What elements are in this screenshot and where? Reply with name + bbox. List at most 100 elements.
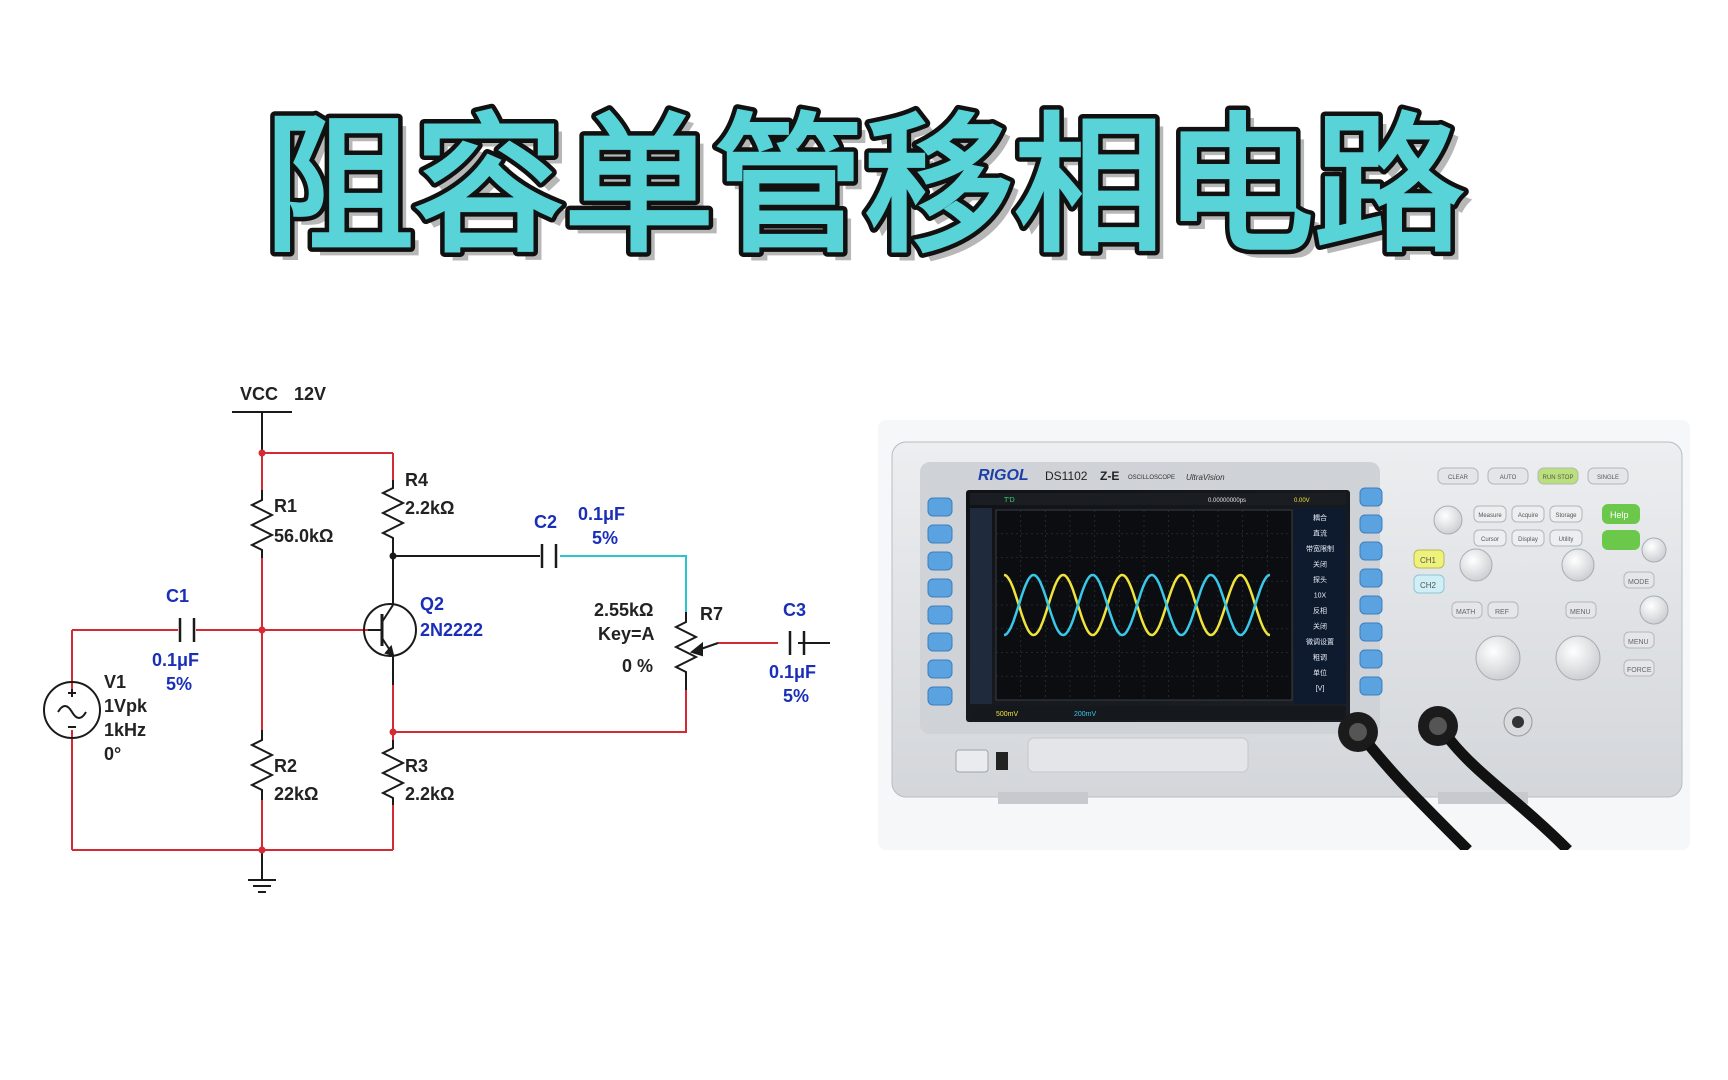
- horizontal-menu-label: MENU: [1570, 609, 1591, 616]
- vcc-symbol: VCC 12V: [232, 384, 326, 413]
- menu-button-label: Cursor: [1481, 537, 1499, 543]
- side-menu-item: 关闭: [1313, 622, 1327, 631]
- q2-part: 2N2222: [420, 620, 483, 640]
- status-indicator: T'D: [1004, 497, 1015, 504]
- right-softkey[interactable]: [1359, 649, 1383, 669]
- top-button[interactable]: [1537, 467, 1579, 485]
- r1-value: 56.0kΩ: [274, 526, 333, 546]
- r7-potentiometer: [673, 612, 719, 690]
- left-softkey[interactable]: [927, 632, 953, 652]
- right-softkey[interactable]: [1359, 595, 1383, 615]
- side-menu-item: 10X: [1314, 593, 1327, 600]
- v1-amplitude: 1Vpk: [104, 696, 148, 716]
- power-button[interactable]: [1602, 530, 1640, 550]
- menu-button[interactable]: [1511, 505, 1545, 523]
- menu-button[interactable]: [1511, 529, 1545, 547]
- side-menu-item: 带宽限制: [1306, 544, 1334, 553]
- c1-ref: C1: [166, 586, 189, 606]
- side-menu-item: 直流: [1313, 529, 1327, 538]
- junction-dot: [258, 626, 266, 634]
- ch2-waveform: [1003, 573, 1271, 637]
- screen-bottom-bar: [970, 706, 1346, 720]
- control-knob[interactable]: [1459, 548, 1493, 582]
- screen-left-menu: [970, 508, 992, 704]
- family-label: UltraVision: [1186, 473, 1225, 482]
- junction-dot: [258, 449, 266, 457]
- right-softkey[interactable]: [1359, 487, 1383, 507]
- r3-resistor: [380, 740, 406, 805]
- left-softkey[interactable]: [927, 659, 953, 679]
- q2-ref: Q2: [420, 594, 444, 614]
- menu-button[interactable]: [1549, 505, 1583, 523]
- side-menu-item: 单位: [1313, 668, 1327, 677]
- control-knob[interactable]: [1475, 635, 1521, 681]
- side-menu-item: 反相: [1313, 606, 1327, 615]
- ground-symbol: [248, 850, 276, 893]
- c2-tolerance: 5%: [592, 528, 618, 548]
- ref-button[interactable]: [1487, 601, 1519, 619]
- title-text: 阻容单管移相电路: [264, 100, 1465, 274]
- control-knob[interactable]: [1639, 595, 1669, 625]
- c3-capacitor: [788, 631, 806, 655]
- side-menu-item: 粗调: [1313, 653, 1327, 662]
- control-knob[interactable]: [1561, 548, 1595, 582]
- screen-status-bar: [970, 493, 1346, 505]
- c1-value: 0.1μF: [152, 650, 199, 670]
- v1-ref: V1: [104, 672, 126, 692]
- right-softkey[interactable]: [1359, 568, 1383, 588]
- help-button[interactable]: [1602, 504, 1640, 524]
- r3-ref: R3: [405, 756, 428, 776]
- ch1-button-label: CH1: [1420, 556, 1437, 565]
- ch1-probe[interactable]: [1338, 712, 1472, 850]
- top-button-label: AUTO: [1500, 475, 1517, 481]
- r7-key: Key=A: [598, 624, 655, 644]
- r2-resistor: [249, 730, 275, 800]
- ch2-probe[interactable]: [1418, 706, 1572, 850]
- v1-ac-source: [43, 681, 101, 739]
- menu-button-label: Measure: [1478, 513, 1502, 519]
- r4-value: 2.2kΩ: [405, 498, 454, 518]
- top-button[interactable]: [1587, 467, 1629, 485]
- top-button[interactable]: [1437, 467, 1479, 485]
- control-knob[interactable]: [1555, 635, 1601, 681]
- c2-capacitor: [540, 544, 558, 568]
- left-softkey[interactable]: [927, 524, 953, 544]
- horizontal-menu-button[interactable]: [1565, 601, 1597, 619]
- ext-trigger-bnc[interactable]: [1503, 707, 1533, 737]
- usb-port: [955, 749, 989, 773]
- side-menu-item: 微调设置: [1306, 637, 1334, 646]
- wire-emitter-pot: [393, 690, 687, 733]
- right-softkey[interactable]: [1359, 622, 1383, 642]
- right-softkey[interactable]: [1359, 514, 1383, 534]
- side-menu-item: 关闭: [1313, 560, 1327, 569]
- control-knob[interactable]: [1641, 537, 1667, 563]
- trigger-mode-button[interactable]: [1623, 571, 1655, 589]
- c1-tolerance: 5%: [166, 674, 192, 694]
- time-readout: 0.00000000ps: [1208, 498, 1246, 504]
- left-softkey[interactable]: [927, 578, 953, 598]
- side-menu-item: 探头: [1313, 575, 1327, 584]
- r7-setting: 0 %: [622, 656, 653, 676]
- left-softkey[interactable]: [927, 605, 953, 625]
- help-label: Help: [1610, 510, 1629, 520]
- right-softkey[interactable]: [1359, 676, 1383, 696]
- q2-transistor: [363, 603, 417, 685]
- r1-ref: R1: [274, 496, 297, 516]
- ch1-button[interactable]: [1413, 549, 1445, 569]
- left-softkey[interactable]: [927, 497, 953, 517]
- left-softkey[interactable]: [927, 551, 953, 571]
- menu-button[interactable]: [1473, 529, 1507, 547]
- c3-ref: C3: [783, 600, 806, 620]
- control-knob[interactable]: [1433, 505, 1463, 535]
- menu-button[interactable]: [1549, 529, 1583, 547]
- math-button[interactable]: [1451, 601, 1483, 619]
- right-softkey[interactable]: [1359, 541, 1383, 561]
- trigger-menu-button[interactable]: [1623, 631, 1655, 649]
- trigger-force-button[interactable]: [1623, 659, 1655, 677]
- trigger-force-label: FORCE: [1627, 667, 1652, 674]
- ch2-button[interactable]: [1413, 574, 1445, 594]
- top-button-label: RUN STOP: [1543, 475, 1574, 481]
- top-button[interactable]: [1487, 467, 1529, 485]
- menu-button[interactable]: [1473, 505, 1507, 523]
- left-softkey[interactable]: [927, 686, 953, 706]
